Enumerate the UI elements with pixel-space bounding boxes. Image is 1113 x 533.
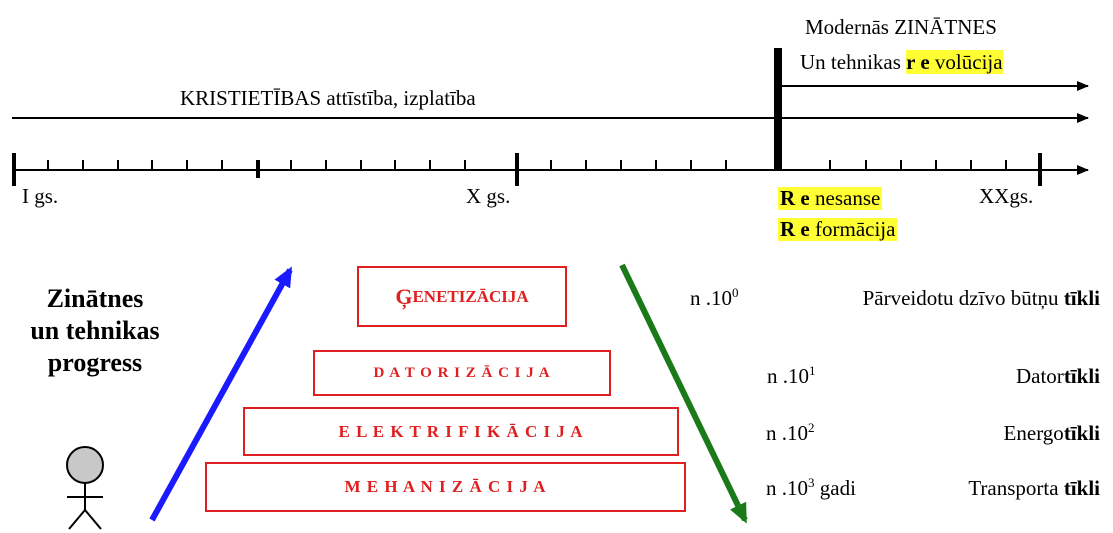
christianity-label: KRISTIETĪBAS attīstība, izplatība bbox=[180, 86, 476, 110]
revolution-label-line1: Modernās ZINĀTNES bbox=[805, 15, 997, 39]
stick-figure-icon bbox=[66, 446, 104, 530]
tick-label-1st-century: I gs. bbox=[22, 184, 59, 208]
progress-label: Zinātnes un tehnikas progress bbox=[30, 284, 160, 377]
timeline-major-ticks bbox=[12, 153, 1042, 186]
network-row-energy: n .102 bbox=[766, 420, 815, 445]
network-label-computer: Datortīkli bbox=[1015, 364, 1100, 388]
revolution-label-line2: Un tehnikas r e volūcija bbox=[800, 50, 1003, 74]
network-label-biological: Pārveidotu dzīvo būtņu tīkli bbox=[862, 286, 1100, 310]
reformation-label: R e formācija bbox=[778, 217, 898, 241]
timeline-ticks bbox=[47, 160, 1007, 170]
network-row-transport: n .103 gadi bbox=[766, 475, 856, 500]
tick-label-20th-century: XXgs. bbox=[979, 184, 1034, 208]
network-row-biological: n .100 bbox=[690, 285, 739, 310]
box-computerization: D A T O R I Z Ā C I J A bbox=[313, 350, 611, 396]
box-mechanization: M E H A N I Z Ā C I J A bbox=[205, 462, 686, 512]
network-arrow bbox=[619, 263, 748, 524]
box-electrification: E L E K T R I F I K Ā C I J A bbox=[243, 407, 679, 456]
tick-label-10th-century: X gs. bbox=[466, 184, 511, 208]
renaissance-label: R e nesanse bbox=[778, 186, 883, 210]
network-label-transport: Transporta tīkli bbox=[968, 476, 1100, 500]
network-row-computer: n .101 bbox=[767, 363, 816, 388]
network-label-energy: Energotīkli bbox=[1003, 421, 1100, 445]
progress-arrow bbox=[149, 266, 293, 522]
